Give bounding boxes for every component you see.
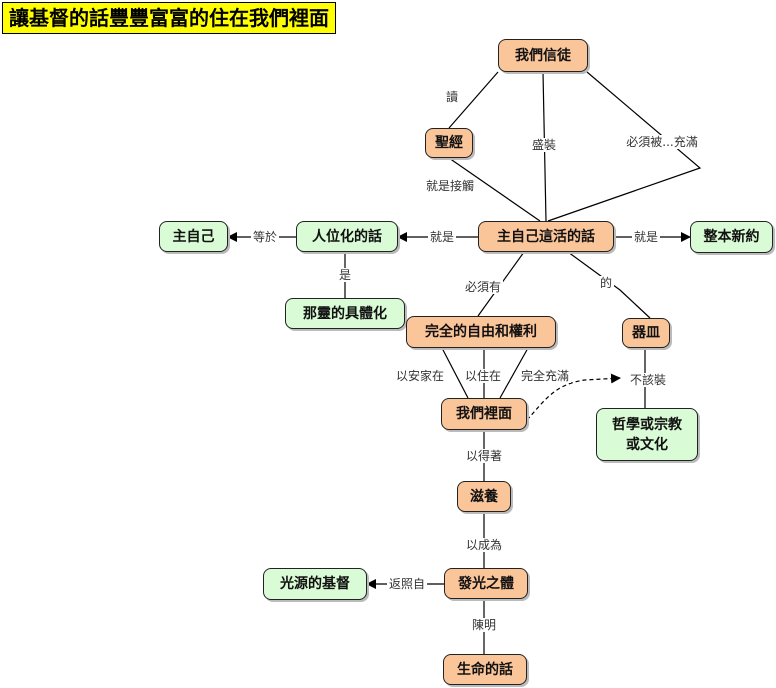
node-nourish[interactable]: 滋養: [457, 481, 511, 512]
node-spirit-embodiment[interactable]: 那靈的具體化: [285, 298, 405, 329]
label-is-right: 就是: [631, 230, 661, 244]
label-to-become: 以成為: [463, 538, 505, 552]
label-must-be-filled: 必須被...充滿: [624, 135, 700, 149]
label-of: 的: [597, 276, 615, 290]
edge-bible-livingword: [448, 157, 541, 222]
node-christ-source[interactable]: 光源的基督: [263, 568, 367, 600]
node-living-word[interactable]: 主自己這活的話: [478, 221, 614, 252]
node-bible[interactable]: 聖經: [425, 128, 473, 158]
label-is-contact: 就是接觸: [423, 179, 477, 193]
node-lord-himself[interactable]: 主自己: [159, 221, 228, 252]
label-settle: 以安家在: [393, 369, 447, 383]
node-freedom-right[interactable]: 完全的自由和權利: [406, 316, 556, 348]
node-personified-word[interactable]: 人位化的話: [296, 221, 398, 252]
label-read: 讀: [443, 90, 461, 104]
label-display: 陳明: [469, 618, 499, 632]
label-fill: 完全充滿: [518, 369, 572, 383]
edge-livingword-vessel: [567, 251, 651, 319]
edge-believers-bible: [448, 71, 499, 129]
node-vessel[interactable]: 器皿: [622, 318, 670, 348]
node-shining-body[interactable]: 發光之體: [444, 568, 528, 599]
label-is-left: 就是: [427, 230, 457, 244]
node-whole-nt[interactable]: 整本新約: [690, 221, 773, 253]
label-reflect-from: 返照自: [386, 577, 428, 591]
edge-believers-livingword-filled: [547, 71, 702, 222]
node-word-of-life[interactable]: 生命的話: [443, 654, 527, 685]
edge-within-shouldnot: [526, 373, 621, 421]
node-within-us[interactable]: 我們裡面: [441, 398, 527, 430]
page-title: 讓基督的話豐豐富富的住在我們裡面: [2, 2, 336, 34]
label-dwell: 以住在: [462, 369, 504, 383]
label-must-have: 必須有: [462, 280, 504, 294]
label-to-get: 以得著: [463, 449, 505, 463]
label-equals: 等於: [250, 230, 280, 244]
edge-freedom-within-fill: [499, 347, 529, 399]
label-contain: 盛裝: [529, 138, 559, 152]
node-believers[interactable]: 我們信徒: [498, 39, 588, 72]
edge-freedom-within-settle: [441, 347, 469, 399]
label-should-not: 不該裝: [627, 373, 669, 387]
label-is: 是: [336, 268, 354, 282]
node-philosophy-religion[interactable]: 哲學或宗教 或文化: [596, 408, 698, 461]
